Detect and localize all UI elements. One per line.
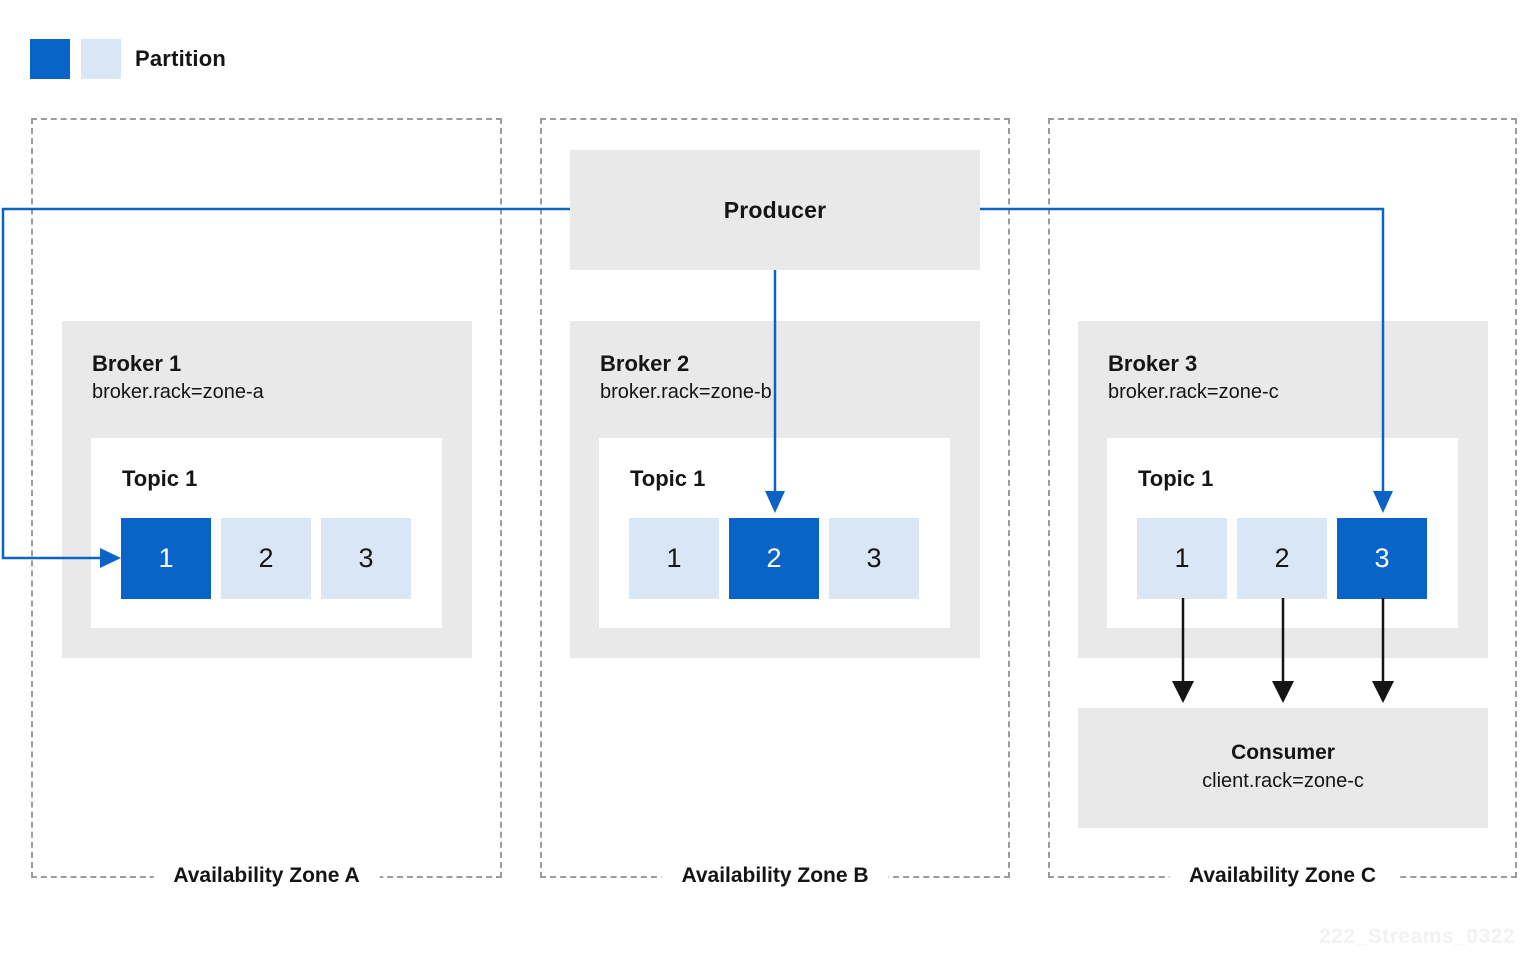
zone-b-label: Availability Zone B xyxy=(661,864,889,888)
legend-label: Partition xyxy=(135,46,227,71)
partition-cell: 3 xyxy=(829,518,919,599)
broker-3-title: Broker 3 xyxy=(1108,351,1198,376)
broker-2-box: Broker 2 broker.rack=zone-b Topic 1 1 2 … xyxy=(570,321,980,658)
legend: Partition xyxy=(30,39,226,79)
broker-3-head: Broker 3 broker.rack=zone-c xyxy=(1108,349,1279,407)
legend-inactive-partition-swatch xyxy=(81,39,121,79)
consumer-config: client.rack=zone-c xyxy=(1202,770,1364,792)
legend-active-partition-swatch xyxy=(30,39,70,79)
broker-2-head: Broker 2 broker.rack=zone-b xyxy=(600,349,772,407)
broker-1-topic-box: Topic 1 1 2 3 xyxy=(91,438,442,628)
partition-cell: 3 xyxy=(1337,518,1427,599)
broker-1-head: Broker 1 broker.rack=zone-a xyxy=(92,349,264,407)
partition-cell: 2 xyxy=(221,518,311,599)
partition-cell: 3 xyxy=(321,518,411,599)
consumer-title: Consumer xyxy=(1231,741,1335,764)
broker-1-title: Broker 1 xyxy=(92,351,182,376)
zone-a-label: Availability Zone A xyxy=(153,864,380,888)
partition-cell: 1 xyxy=(1137,518,1227,599)
broker-3-box: Broker 3 broker.rack=zone-c Topic 1 1 2 … xyxy=(1078,321,1488,658)
broker-1-config: broker.rack=zone-a xyxy=(92,381,264,403)
partition-cell: 2 xyxy=(729,518,819,599)
broker-2-title: Broker 2 xyxy=(600,351,690,376)
availability-zone-c: Availability Zone C xyxy=(1048,118,1517,888)
partition-cell: 1 xyxy=(629,518,719,599)
broker-2-topic-title: Topic 1 xyxy=(630,466,706,491)
broker-1-topic-title: Topic 1 xyxy=(122,466,198,491)
partition-cell: 2 xyxy=(1237,518,1327,599)
consumer-box: Consumer client.rack=zone-c xyxy=(1078,708,1488,828)
broker-1-box: Broker 1 broker.rack=zone-a Topic 1 1 2 … xyxy=(62,321,472,658)
availability-zone-b: Availability Zone B xyxy=(540,118,1010,888)
broker-2-config: broker.rack=zone-b xyxy=(600,381,772,403)
producer-box: Producer xyxy=(570,150,980,270)
partition-cell: 1 xyxy=(121,518,211,599)
broker-2-topic-box: Topic 1 1 2 3 xyxy=(599,438,950,628)
zone-c-label: Availability Zone C xyxy=(1168,864,1397,888)
broker-3-config: broker.rack=zone-c xyxy=(1108,381,1279,403)
watermark-text: 222_Streams_0322 xyxy=(1319,925,1515,948)
broker-3-topic-box: Topic 1 1 2 3 xyxy=(1107,438,1458,628)
broker-3-topic-title: Topic 1 xyxy=(1138,466,1214,491)
